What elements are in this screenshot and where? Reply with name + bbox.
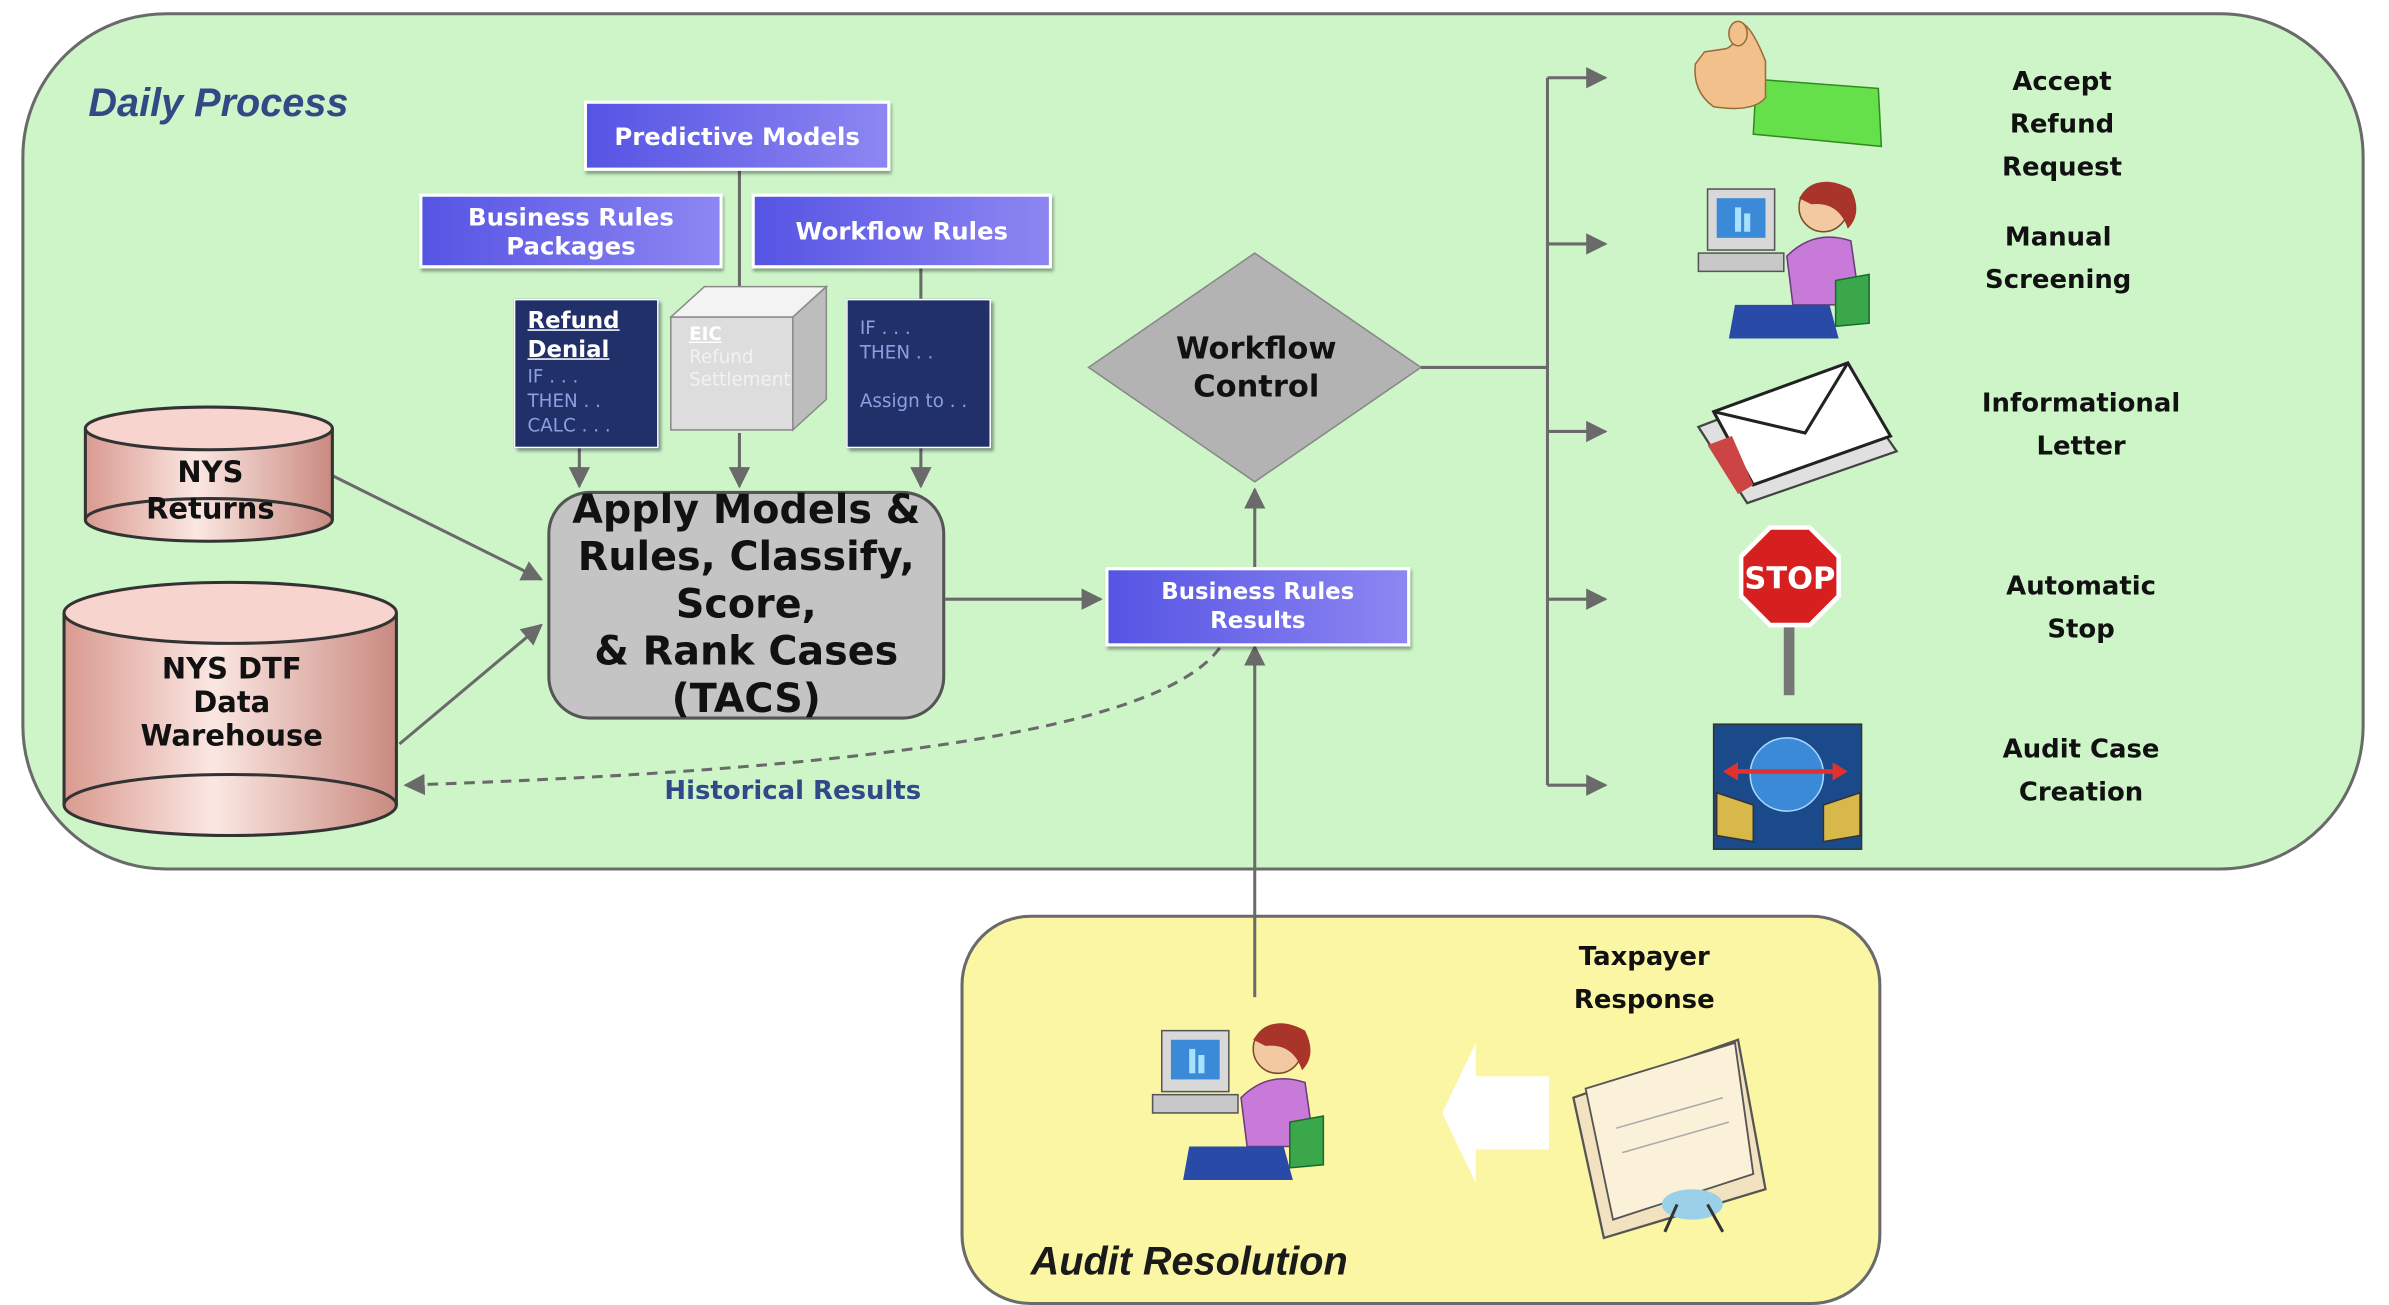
taxpayer-response-label: Taxpayer Response (1573, 942, 1715, 1016)
workflow-rules-box: Workflow Rules (751, 193, 1052, 269)
workflow-rules-doc: IF . . . THEN . . Assign to . . (846, 298, 991, 449)
refund-denial-doc: Refund Denial IF . . . THEN . . CALC . .… (513, 298, 659, 449)
cube-doc-title: EIC (689, 323, 722, 345)
audit-resolution-title: Audit Resolution (1030, 1237, 1348, 1284)
informational-letter-label: Informational Letter (1981, 388, 2181, 462)
nys-dtf-label: NYS DTF Data Warehouse (140, 652, 323, 754)
tacs-process-box: Apply Models & Rules, Classify, Score, &… (547, 487, 946, 722)
response-arrow-shape (1442, 1042, 1549, 1184)
envelope-icon (1696, 360, 1899, 505)
business-rules-packages-box: Business Rules Packages (419, 193, 723, 269)
nys-returns-label: NYS Returns (146, 455, 275, 526)
manual-screening-label: Manual Screening (1985, 222, 2132, 296)
daily-process-panel (21, 12, 2365, 871)
nys-returns-cylinder (83, 405, 334, 543)
stop-sign-icon: STOP (1738, 525, 1841, 696)
arrow-returns-to-tacs (331, 474, 544, 581)
cube-document (668, 284, 829, 432)
thumbs-up-icon (1694, 20, 1883, 148)
network-computers-icon (1712, 723, 1863, 850)
workflow-control-diamond (1087, 252, 1423, 483)
person-at-computer-icon (1697, 181, 1870, 339)
auditor-at-computer-icon (1151, 1023, 1325, 1181)
historical-results-label: Historical Results (664, 776, 922, 807)
audit-case-creation-label: Audit Case Creation (2002, 734, 2160, 809)
arrow-dtf-to-tacs (398, 623, 543, 746)
predictive-models-box: Predictive Models (583, 100, 891, 171)
historical-results-arrow (403, 647, 1221, 796)
cube-doc-body: Refund Settlement (689, 346, 791, 391)
workflow-control-label: Workflow Control (1175, 329, 1337, 405)
svg-text:STOP: STOP (1744, 561, 1835, 596)
accept-refund-label: Accept Refund Request (2002, 67, 2122, 183)
business-rules-results-box: Business Rules Results (1105, 567, 1411, 647)
nys-dtf-cylinder (62, 580, 398, 838)
automatic-stop-label: Automatic Stop (2006, 571, 2156, 645)
cube-doc-text: EIC Refund Settlement (689, 323, 790, 392)
tacs-label: Apply Models & Rules, Classify, Score, &… (572, 487, 921, 722)
daily-process-title: Daily Process (88, 79, 349, 126)
refund-denial-title: Refund Denial (527, 306, 620, 363)
refund-denial-body: IF . . . THEN . . CALC . . . (527, 365, 611, 437)
taxpayer-papers-icon (1572, 1038, 1767, 1240)
